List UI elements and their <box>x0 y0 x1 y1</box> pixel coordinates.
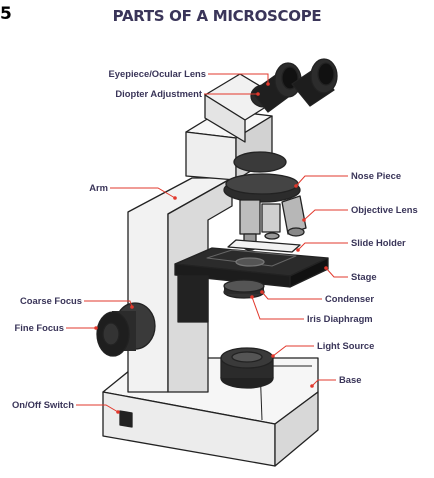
label-condenser: Condenser <box>325 293 374 304</box>
label-light-source: Light Source <box>317 340 374 351</box>
label-iris-diaphragm: Iris Diaphragm <box>307 313 373 324</box>
label-coarse-focus: Coarse Focus <box>20 295 82 306</box>
label-base: Base <box>339 374 361 385</box>
label-fine-focus: Fine Focus <box>15 322 64 333</box>
condenser-illustration <box>178 276 264 322</box>
leader-condenser <box>262 292 322 299</box>
label-stage: Stage <box>351 271 377 282</box>
eyepiece-illustration <box>251 59 337 112</box>
onoff-switch-illustration <box>120 411 132 427</box>
label-nose-piece: Nose Piece <box>351 170 401 181</box>
light-source-illustration <box>221 348 273 388</box>
label-eyepiece: Eyepiece/Ocular Lens <box>109 68 206 79</box>
leader-slide-holder <box>298 243 348 250</box>
leader-light-source <box>273 346 314 356</box>
label-diopter: Diopter Adjustment <box>115 88 202 99</box>
label-objective-lens: Objective Lens <box>351 204 418 215</box>
leader-nose-piece <box>296 176 348 186</box>
leader-stage <box>326 268 348 277</box>
label-onoff-switch: On/Off Switch <box>12 399 74 410</box>
leader-iris <box>252 297 304 319</box>
label-arm: Arm <box>89 182 108 193</box>
nose-piece-illustration <box>224 152 300 202</box>
label-slide-holder: Slide Holder <box>351 237 406 248</box>
leader-objective <box>304 210 348 220</box>
